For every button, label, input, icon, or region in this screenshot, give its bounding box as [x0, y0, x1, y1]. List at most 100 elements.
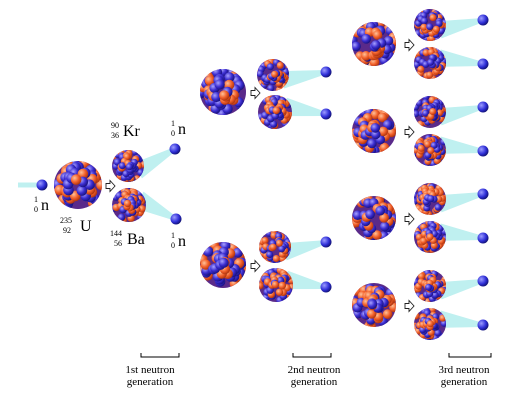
proton — [424, 140, 432, 148]
proton — [370, 109, 381, 120]
nucleus-layer — [36, 9, 489, 340]
nucleus-icon — [352, 196, 396, 240]
neutron — [375, 205, 386, 216]
proton — [261, 237, 269, 244]
proton — [427, 147, 435, 154]
neutron-trail — [281, 70, 327, 89]
neutron — [117, 213, 126, 221]
krypton-symbol: Kr — [123, 123, 140, 140]
neutron — [422, 96, 430, 101]
neutron-icon — [477, 145, 489, 157]
neutron — [420, 17, 428, 25]
generation-caption-2: 2nd neutron generation — [276, 364, 352, 388]
neutron-mass-number: 1 — [34, 195, 38, 204]
generation-scale-bar — [292, 353, 332, 358]
neutron — [434, 329, 442, 337]
nucleus-icon — [414, 47, 446, 79]
proton — [96, 179, 102, 191]
split-arrow-icon — [404, 125, 415, 139]
proton — [379, 142, 390, 153]
neutron-icon — [170, 213, 182, 225]
split-arrow-icon — [404, 299, 415, 313]
neutron-icon — [477, 188, 489, 200]
neutron-trail — [437, 105, 484, 126]
neutron-icon — [477, 58, 489, 70]
proton — [432, 25, 440, 33]
neutron-icon — [320, 281, 332, 293]
proton — [414, 312, 420, 320]
neutron — [131, 150, 139, 156]
neutron-icon — [36, 179, 48, 191]
neutron — [232, 247, 243, 258]
neutron — [434, 203, 442, 211]
neutron-trail — [283, 97, 327, 117]
proton — [271, 70, 279, 78]
neutron — [211, 91, 222, 103]
neutron-bottom-mass-number: 1 — [171, 231, 175, 240]
neutron — [257, 70, 264, 78]
neutron-trail — [18, 182, 42, 188]
neutron — [266, 63, 274, 71]
generation-1-line1: 1st neutron — [125, 364, 175, 376]
neutron-trail — [438, 223, 484, 241]
neutron-bottom-symbol: n — [178, 233, 186, 250]
neutron-icon — [477, 101, 489, 113]
proton — [272, 106, 280, 115]
proton — [422, 49, 430, 57]
proton — [382, 309, 393, 319]
nucleus-icon — [414, 96, 446, 128]
neutron-trail — [282, 240, 327, 261]
nucleus-icon — [414, 270, 446, 302]
neutron-icon — [320, 236, 332, 248]
nucleus-icon — [112, 188, 146, 222]
neutron — [361, 34, 372, 44]
neutron-icon — [477, 275, 489, 287]
arrow-layer — [105, 38, 415, 313]
neutron-trail — [437, 192, 484, 213]
generation-2-line1: 2nd neutron — [287, 364, 341, 376]
krypton-mass-number: 90 — [111, 121, 119, 130]
neutron — [76, 185, 88, 196]
neutron-icon — [477, 319, 489, 331]
proton — [418, 272, 425, 280]
neutron — [218, 257, 229, 268]
neutron — [367, 299, 378, 310]
nucleus-icon — [414, 183, 446, 215]
generation-caption-1: 1st neutron generation — [112, 364, 188, 388]
proton — [219, 90, 230, 101]
proton — [200, 259, 211, 270]
proton — [426, 71, 434, 79]
proton — [378, 126, 389, 137]
proton — [429, 14, 437, 22]
proton — [272, 255, 280, 262]
neutron — [367, 138, 377, 149]
proton — [278, 282, 286, 290]
proton — [275, 288, 284, 296]
uranium-mass-number: 235 — [60, 216, 72, 225]
uranium-symbol: U — [80, 218, 92, 235]
generation-1-line2: generation — [126, 376, 174, 388]
neutron-trail — [133, 147, 176, 179]
neutron — [365, 209, 375, 220]
neutron-trail — [438, 136, 484, 154]
neutron — [266, 251, 274, 258]
proton — [417, 65, 425, 73]
split-arrow-icon — [105, 179, 116, 193]
proton — [140, 161, 144, 168]
proton — [372, 30, 383, 40]
nucleus-icon — [414, 308, 446, 340]
neutron — [371, 40, 381, 50]
proton — [259, 281, 264, 290]
neutron — [278, 245, 286, 253]
neutron — [224, 72, 235, 83]
neutron-trail — [438, 310, 484, 328]
proton — [417, 144, 425, 152]
nucleus-icon — [414, 9, 446, 41]
nucleus-icon — [352, 109, 396, 153]
neutron — [370, 123, 381, 133]
proton — [361, 51, 371, 61]
barium-symbol: Ba — [127, 231, 145, 248]
neutron — [414, 110, 420, 118]
